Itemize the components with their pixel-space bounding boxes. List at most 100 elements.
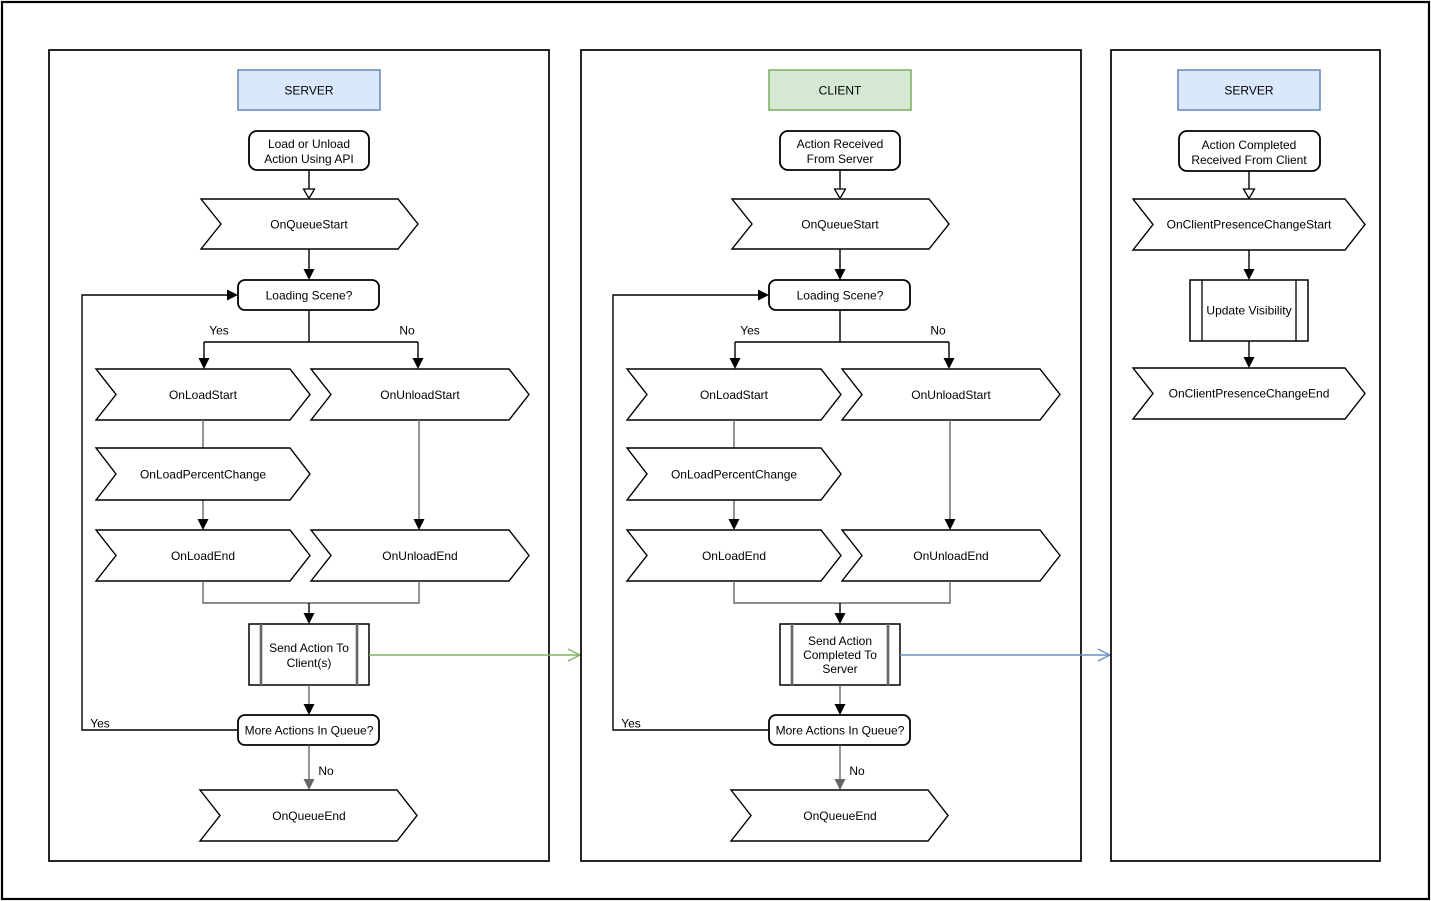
arrowhead-icon [834, 269, 846, 280]
panel-server-presence: SERVER Action Completed Received From Cl… [1110, 49, 1381, 862]
change-end-label: OnClientPresenceChangeEnd [1169, 387, 1330, 401]
on-unload-start-step [840, 368, 1061, 421]
branch-split-edge [734, 310, 950, 360]
on-unload-end-label: OnUnloadEnd [913, 549, 988, 563]
on-load-end-label: OnLoadEnd [702, 549, 766, 563]
arrowhead-icon [303, 779, 315, 790]
arrowhead-icon [1243, 269, 1255, 280]
on-queue-end-step [198, 789, 418, 842]
send-action-label-line1: Send Action To [269, 641, 349, 655]
on-load-percent-change-label: OnLoadPercentChange [140, 468, 266, 482]
start-node-label-line2: Action Using API [264, 152, 353, 166]
branch-no-label: No [930, 324, 946, 338]
arrowhead-icon [834, 779, 846, 790]
arrowhead-icon [303, 704, 315, 715]
send-action-to-clients-subroutine [248, 623, 370, 686]
arrowhead-icon [834, 613, 846, 624]
open-v-arrowhead-icon [567, 648, 582, 662]
on-unload-end-label: OnUnloadEnd [382, 549, 457, 563]
exit-no-label: No [849, 764, 865, 778]
start-node-label-line2: Received From Client [1191, 153, 1307, 167]
loading-scene-label: Loading Scene? [266, 289, 353, 303]
on-queue-end-label: OnQueueEnd [803, 809, 876, 823]
arrowhead-icon [944, 519, 956, 530]
open-arrowhead-icon [1242, 188, 1256, 200]
client-header-label: CLIENT [819, 84, 862, 98]
open-arrowhead-icon [302, 188, 316, 200]
on-load-start-step [94, 368, 311, 421]
start-node-label-line2: From Server [807, 152, 874, 166]
arrowhead-icon [728, 519, 740, 530]
on-load-start-step [625, 368, 842, 421]
merge-edge [733, 581, 951, 604]
arrowhead-icon [412, 358, 424, 369]
branch-yes-label: Yes [740, 324, 760, 338]
on-load-end-step [94, 529, 311, 582]
exit-no-label: No [318, 764, 334, 778]
panel-border [48, 49, 550, 862]
server-header-label: SERVER [284, 84, 333, 98]
arrowhead-icon [758, 289, 769, 301]
arrowhead-icon [834, 704, 846, 715]
server-header-label: SERVER [1224, 84, 1273, 98]
loop-yes-label: Yes [621, 717, 641, 731]
send-action-label-line2: Client(s) [287, 656, 332, 670]
server-header-box [237, 69, 381, 111]
update-visibility-label: Update Visibility [1206, 304, 1291, 318]
branch-split-edge [203, 310, 419, 360]
on-load-end-label: OnLoadEnd [171, 549, 235, 563]
on-queue-start-label: OnQueueStart [801, 218, 879, 232]
on-unload-start-step [309, 368, 530, 421]
send-action-completed-subroutine [779, 623, 901, 686]
panel-client: CLIENT Action Received From Server OnQue… [580, 49, 1082, 862]
update-visibility-subroutine [1189, 279, 1309, 342]
on-unload-start-label: OnUnloadStart [380, 388, 460, 402]
start-node-label-line1: Action Received [797, 137, 884, 151]
branch-yes-label: Yes [209, 324, 229, 338]
more-actions-label: More Actions In Queue? [776, 724, 905, 738]
send-action-label-line3: Server [822, 662, 857, 676]
loading-scene-label: Loading Scene? [797, 289, 884, 303]
on-load-end-step [625, 529, 842, 582]
on-unload-end-step [840, 529, 1061, 582]
client-to-server-arrow [900, 648, 1112, 662]
on-client-presence-change-end-step [1131, 367, 1366, 420]
on-load-percent-change-step [625, 447, 842, 501]
on-unload-start-label: OnUnloadStart [911, 388, 991, 402]
send-action-label-line1: Send Action [808, 634, 872, 648]
branch-no-label: No [399, 324, 415, 338]
arrowhead-icon [413, 519, 425, 530]
send-action-label-line2: Completed To [803, 648, 877, 662]
panel-server-outbound: SERVER Load or Unload Action Using API O… [48, 49, 550, 862]
server-to-client-arrow [369, 648, 582, 662]
server-header-box [1177, 69, 1321, 111]
client-header-box [768, 69, 912, 111]
arrowhead-icon [303, 269, 315, 280]
arrowhead-icon [198, 358, 210, 369]
yes-loop-edge [81, 294, 238, 731]
more-actions-label: More Actions In Queue? [245, 724, 374, 738]
start-node-label-line1: Load or Unload [268, 137, 350, 151]
on-load-percent-change-label: OnLoadPercentChange [671, 468, 797, 482]
loop-yes-label: Yes [90, 717, 110, 731]
change-start-label: OnClientPresenceChangeStart [1167, 218, 1332, 232]
open-arrowhead-icon [833, 188, 847, 200]
on-queue-start-label: OnQueueStart [270, 218, 348, 232]
yes-loop-edge [612, 294, 769, 731]
start-node-label-line1: Action Completed [1202, 138, 1297, 152]
on-queue-start-step [730, 198, 950, 250]
arrowhead-icon [729, 358, 741, 369]
panel-border [580, 49, 1082, 862]
panel-border [1110, 49, 1381, 862]
on-load-start-label: OnLoadStart [700, 388, 769, 402]
arrowhead-icon [1243, 357, 1255, 368]
arrowhead-icon [227, 289, 238, 301]
arrowhead-icon [197, 519, 209, 530]
on-load-start-label: OnLoadStart [169, 388, 238, 402]
on-queue-start-step [199, 198, 419, 250]
arrowhead-icon [303, 613, 315, 624]
open-v-arrowhead-icon [1097, 648, 1112, 662]
on-queue-end-step [729, 789, 949, 842]
